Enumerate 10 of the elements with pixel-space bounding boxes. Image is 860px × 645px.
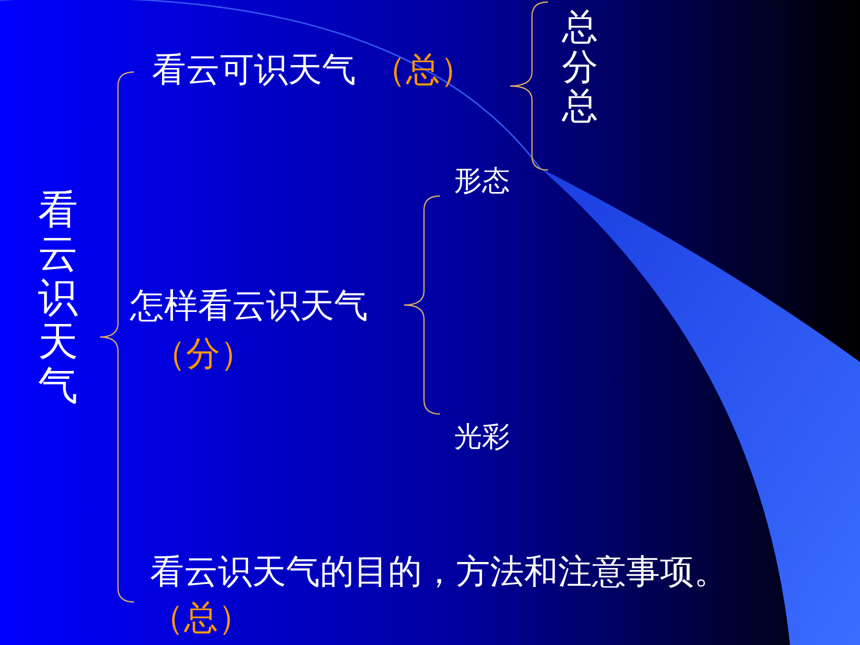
section-mark: （分） [152, 334, 254, 375]
vertical-text: 总分总 [562, 8, 598, 127]
outline-text: 光彩 [454, 420, 510, 454]
outline-text: 看云识天气的目的，方法和注意事项。 [150, 552, 728, 593]
outline-text: 看云可识天气 [152, 50, 356, 91]
vertical-text: 看云识天气 [38, 188, 78, 408]
section-mark: （总） [150, 598, 252, 639]
section-mark: （总） [372, 50, 474, 91]
outline-text: 怎样看云识天气 [130, 286, 368, 327]
outline-text: 形态 [454, 164, 510, 198]
